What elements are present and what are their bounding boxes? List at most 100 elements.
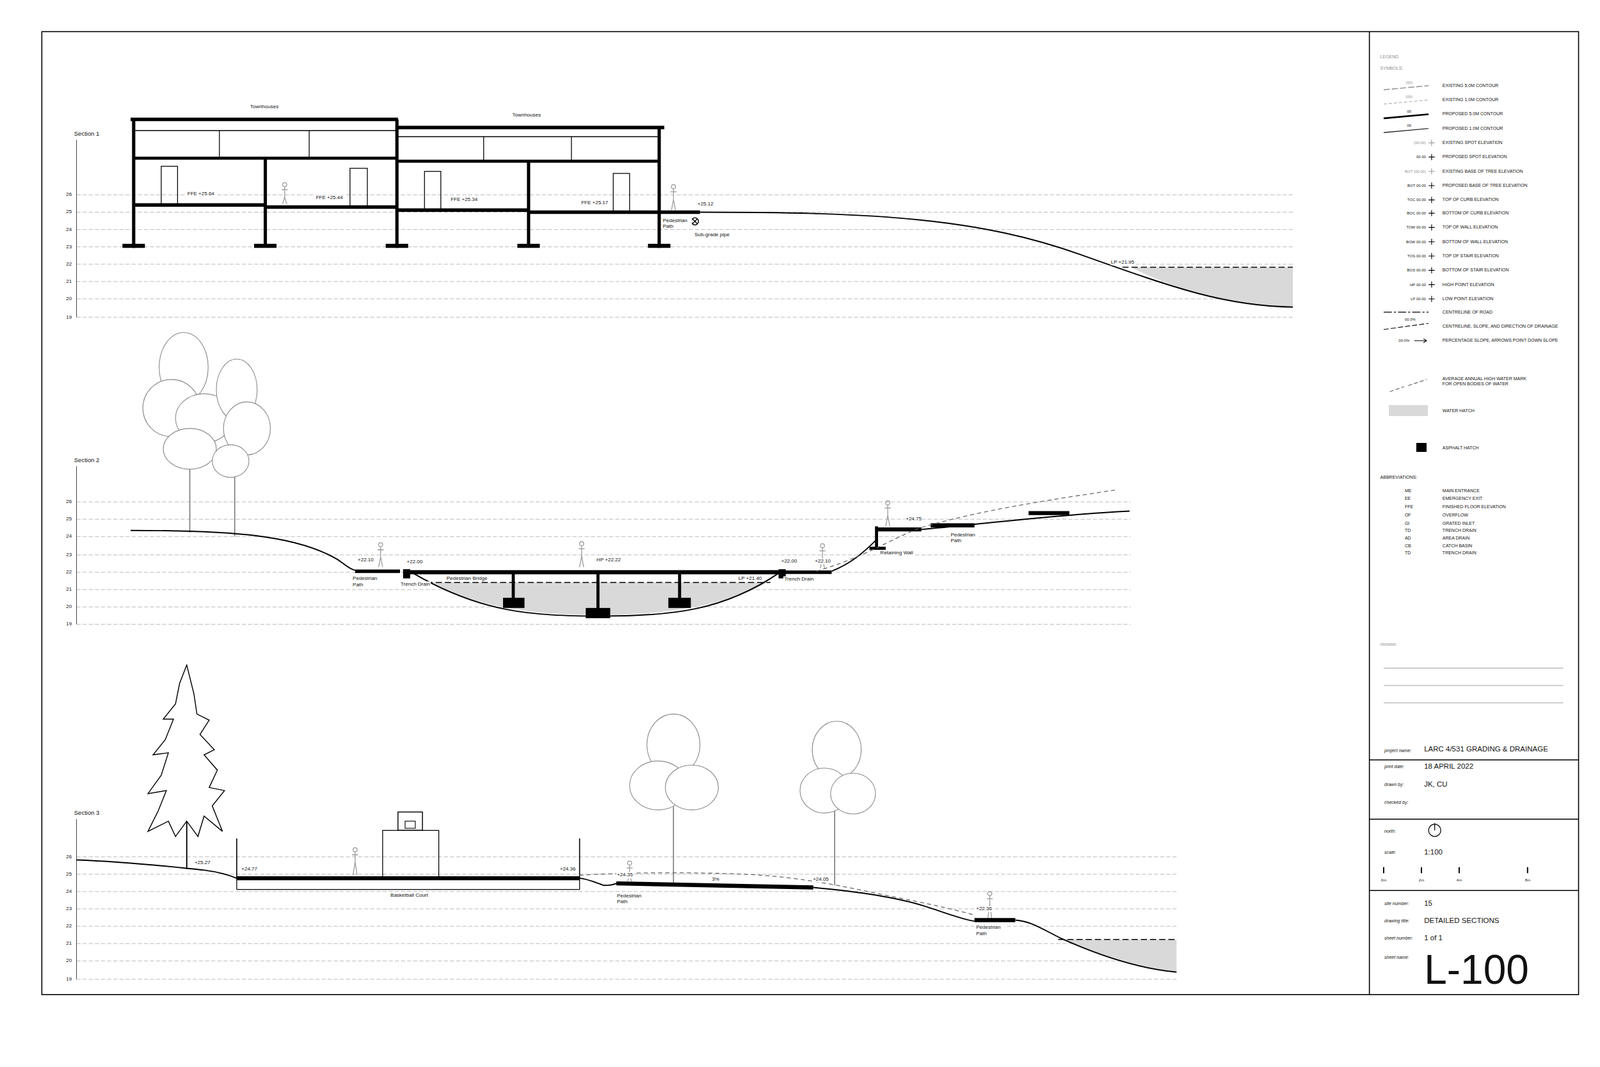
legend-text: AVERAGE ANNUAL HIGH WATER MARK FOR OPEN … bbox=[1441, 376, 1536, 387]
annotation-label: TD bbox=[1404, 550, 1412, 556]
legend-sample bbox=[1390, 379, 1427, 392]
townhouse-section bbox=[659, 210, 701, 215]
high-water-mark bbox=[1057, 938, 1177, 941]
annotation-label: TRENCH DRAIN bbox=[1441, 550, 1478, 556]
annotation-label: Section 3 bbox=[73, 809, 101, 817]
townhouse-section bbox=[254, 243, 277, 248]
sheet-frame bbox=[1369, 31, 1579, 994]
person-figure bbox=[671, 184, 676, 189]
annotation-label: Pedestrian Path bbox=[616, 892, 646, 905]
annotation-label: Trench Drain bbox=[400, 581, 431, 588]
axis-number: 26 bbox=[65, 499, 73, 505]
legend-text: BOTTOM OF WALL ELEVATION bbox=[1441, 239, 1509, 245]
axis-line bbox=[76, 139, 77, 980]
annotation-label: project name: bbox=[1383, 748, 1412, 754]
legend-sample bbox=[1383, 113, 1429, 118]
legend-text: PROPOSED SPOT ELEVATION bbox=[1441, 154, 1508, 160]
annotation-label: Sub-grade pipe bbox=[693, 231, 731, 238]
legend-text: PROPOSED BASE OF TREE ELEVATION bbox=[1441, 183, 1529, 189]
person-figure bbox=[579, 541, 584, 546]
section-three-grade bbox=[76, 812, 1177, 973]
tree-illustration bbox=[212, 444, 249, 478]
annotation-label: (00.00) bbox=[1413, 140, 1427, 146]
legend-text: WATER HATCH bbox=[1441, 408, 1476, 414]
annotation-label: 4m bbox=[1456, 878, 1463, 883]
elevation-label: LP +21.95 bbox=[1110, 259, 1136, 265]
person-figure bbox=[578, 545, 585, 568]
legend-sample bbox=[1428, 154, 1435, 303]
high-water-mark bbox=[1122, 266, 1293, 269]
axis-number: 22 bbox=[65, 261, 73, 267]
section-two-grade bbox=[921, 510, 1130, 530]
townhouse-section bbox=[517, 243, 540, 248]
annotation-label: BOC 00.00 bbox=[1406, 211, 1427, 216]
annotation-label: MAIN ENTRANCE bbox=[1441, 488, 1481, 494]
section-two-grade bbox=[503, 597, 525, 608]
sheet-frame bbox=[41, 31, 1579, 994]
section-two-grade bbox=[403, 546, 886, 619]
annotation-label: (00) bbox=[1405, 80, 1414, 86]
axis-line bbox=[76, 139, 77, 980]
elevation-label: +22.10 bbox=[357, 556, 375, 563]
axis-number: 20 bbox=[65, 604, 73, 610]
axis-number: 21 bbox=[65, 278, 73, 285]
section-three-grade bbox=[76, 859, 237, 879]
person-figure bbox=[820, 543, 825, 548]
person-figure bbox=[282, 182, 287, 187]
annotation-label: FINISHED FLOOR ELEVATION bbox=[1441, 504, 1507, 510]
annotation-label: Retaining Wall bbox=[879, 549, 914, 556]
annotation-label: AREA DRAIN bbox=[1441, 535, 1471, 541]
legend-sample bbox=[1383, 323, 1429, 330]
annotation-label: Section 1 bbox=[73, 129, 101, 137]
annotation-label: Townhouses bbox=[249, 104, 280, 111]
grid-line bbox=[76, 194, 1294, 317]
annotation-label: sheet number: bbox=[1383, 935, 1414, 941]
townhouse-section bbox=[133, 130, 660, 137]
elevation-label: +24.75 bbox=[904, 516, 923, 523]
annotation-label: site number: bbox=[1383, 901, 1410, 907]
annotation-label: L-100 bbox=[1423, 946, 1530, 994]
section-three-grade bbox=[974, 917, 1016, 922]
annotation-label: 00.00 bbox=[1415, 154, 1427, 160]
axis-number: 20 bbox=[65, 958, 73, 964]
townhouse-section bbox=[385, 243, 409, 248]
person-figure bbox=[281, 186, 288, 205]
annotation-label: Pedestrian Path bbox=[975, 924, 1005, 936]
legend-text: TOP OF CURB ELEVATION bbox=[1441, 197, 1500, 203]
person-figure bbox=[987, 891, 992, 896]
high-water-mark bbox=[426, 267, 1293, 940]
elevation-label: FFE +25.64 bbox=[186, 190, 216, 197]
axis-number: 26 bbox=[65, 853, 73, 860]
axis-number: 19 bbox=[65, 621, 73, 628]
sheet-frame bbox=[41, 31, 1579, 994]
axis-number: 24 bbox=[65, 888, 73, 895]
person-figure bbox=[670, 188, 678, 210]
section-three-grade bbox=[405, 821, 416, 829]
annotation-label: TOW 00.00 bbox=[1405, 225, 1427, 230]
elevation-label: +22.00 bbox=[406, 559, 424, 566]
section-three-grade bbox=[382, 830, 440, 877]
tree-illustration bbox=[830, 773, 876, 815]
annotation-label: Trench Drain bbox=[783, 576, 815, 583]
section-two-grade bbox=[355, 569, 400, 574]
section-three-grade bbox=[236, 876, 580, 880]
annotation-label: 1:100 bbox=[1423, 848, 1444, 857]
water-hatch bbox=[1130, 267, 1294, 308]
townhouse-section bbox=[613, 173, 630, 212]
annotation-label: TD bbox=[1404, 528, 1412, 534]
townhouse-section bbox=[133, 158, 660, 162]
elevation-label: +24.35 bbox=[616, 872, 634, 879]
person-figure bbox=[378, 542, 383, 547]
annotation-label: 00.0% bbox=[1397, 338, 1410, 344]
annotation-label: 8m bbox=[1524, 878, 1531, 883]
section-three-grade bbox=[813, 887, 975, 922]
axis-number: 21 bbox=[65, 586, 73, 593]
tree-illustration bbox=[665, 764, 719, 810]
annotation-label: TOS 00.00 bbox=[1406, 254, 1427, 259]
townhouse-section bbox=[424, 171, 441, 210]
section-three-grade bbox=[579, 878, 617, 886]
grid-line bbox=[76, 856, 1177, 980]
